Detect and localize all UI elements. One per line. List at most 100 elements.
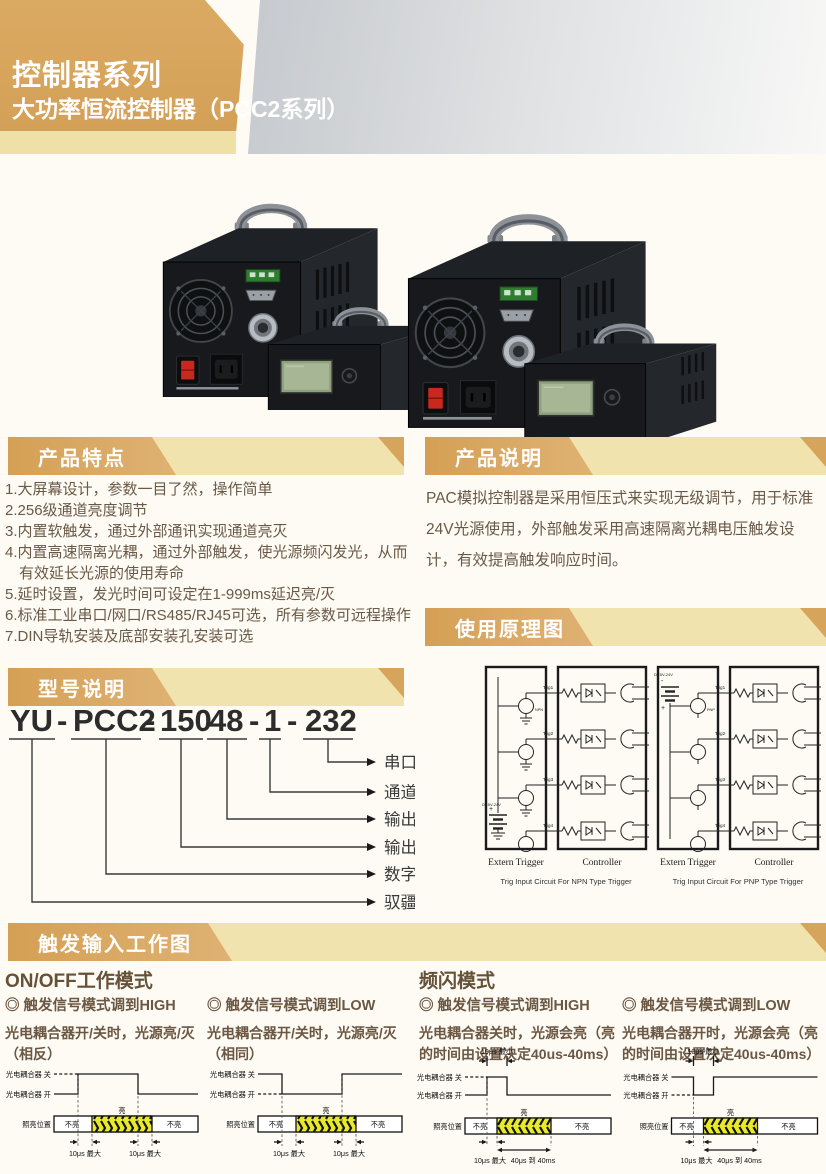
controller-label: Controller [754,858,794,868]
trig-label: Trig2 [543,731,554,736]
coupler-on-label: 光电耦合器 开 [210,1090,255,1099]
model-dash: - [57,703,67,738]
dark-label: 不亮 [473,1122,487,1131]
range-label: 40μs 到 40ms [511,1156,556,1165]
onoff-mode-title: ON/OFF工作模式 [5,971,153,992]
model-label: 驭疆品牌 [384,893,415,912]
power-label: DC5V-24V [654,672,673,677]
max-delay-label: 10μs 最大 [69,1149,101,1158]
model-label: 通道数 [384,783,415,802]
dark-label: 不亮 [575,1122,589,1131]
bright-label: 亮 [727,1108,734,1117]
product-image-right [392,204,722,444]
model-label: 串口通讯 [384,753,415,772]
mode-head: ◎ 触发信号模式调到HIGH [419,998,590,1014]
extern-trigger-label: Extern Trigger [488,858,545,868]
banner-description-title: 产品说明 [455,447,543,470]
model-segment: 1 [264,703,281,738]
coupler-on-label: 光电耦合器 开 [6,1090,51,1099]
feature-item: 2.256级通道亮度调节 [5,502,148,519]
battery-symbol: + DC5V-24V [482,802,507,840]
trig-label: Trig4 [543,823,554,828]
banner-principle-title: 使用原理图 [455,618,565,641]
mode-desc: 光电耦合器开时，光源会亮（亮的时间由设置决定40us-40ms） [622,1025,821,1062]
banner-dark-block: 使用原理图 [425,608,593,646]
dark-label: 不亮 [679,1122,693,1131]
mode-head: ◎ 触发信号模式调到HIGH [5,998,176,1014]
max-delay-label: 10μs 最大 [129,1149,161,1158]
coupler-off-label: 光电耦合器 关 [623,1073,668,1082]
mode-column-strobe-low: ◎ 触发信号模式调到LOW 光电耦合器开时，光源会亮（亮的时间由设置决定40us… [622,994,826,1065]
bright-label: 亮 [520,1108,527,1117]
timing-diagram-onoff-low: 光电耦合器 关 光电耦合器 开 照亮位置 亮 不亮 不亮 10μs 最大 10μ… [210,1070,403,1158]
extern-trigger-label: Extern Trigger [660,858,717,868]
feature-item: 7.DIN导轨安装及底部安装孔安装可选 [5,628,254,645]
strobe-mode-title: 频闪模式 [419,971,496,992]
dark-label: 不亮 [371,1120,385,1129]
mode-column-onoff-low: ◎ 触发信号模式调到LOW 光电耦合器开/关时，光源亮/灭（相同） [207,994,407,1065]
svg-text:+: + [489,806,493,813]
circuit-diagram-pnp: Trig1 PNP Trig2 [654,665,821,886]
circuit-rows: Trig1 NPN Trig2 [498,683,649,852]
model-dash: - [145,703,155,738]
min-pulse-label: 10μs 最小 [687,1047,719,1056]
coupler-on-label: 光电耦合器 开 [417,1091,462,1100]
feature-item: 5.延时设置，发光时间可设定在1-999ms延迟亮/灭 [5,586,336,603]
model-segment: 232 [305,703,357,738]
header-gray-ribbon [248,0,826,154]
coupler-off-label: 光电耦合器 关 [417,1073,462,1082]
page-title: 控制器系列 [12,60,163,92]
banner-features-title: 产品特点 [38,447,126,470]
mode-head: ◎ 触发信号模式调到LOW [207,998,376,1014]
circuit-caption: Trig Input Circuit For PNP Type Trigger [673,877,804,886]
dark-label: 不亮 [65,1120,79,1129]
page-subtitle: 大功率恒流控制器（PCC2系列） [12,96,350,122]
coupler-on-label: 光电耦合器 开 [623,1091,668,1100]
model-arrowheads [367,758,376,906]
range-label: 40μs 到 40ms [717,1156,762,1165]
model-dash: - [287,703,297,738]
feature-list: 1.大屏幕设计，参数一目了然，操作简单 2.256级通道亮度调节 3.内置软触发… [5,479,417,647]
timing-diagram-strobe-low: 10μs 最小 光电耦合器 关 光电耦合器 开 照亮位置 亮 不亮 不亮 10μ… [623,1047,819,1165]
model-label: 数字恒流型 [384,865,415,884]
feature-item: 4.内置高速隔离光耦，通过外部触发，使光源频闪发光，从而有效延长光源的使用寿命 [5,544,408,582]
banner-trigger-title: 触发输入工作图 [38,933,192,956]
banner-trigger: 触发输入工作图 [8,923,826,961]
product-description: PAC模拟控制器是采用恒压式来实现无级调节，用于标准24V光源使用，外部触发采用… [426,490,814,569]
power-label: DC5V-24V [482,802,501,807]
bright-label: 亮 [118,1106,125,1115]
banner-model-title: 型号说明 [38,678,126,701]
mode-column-onoff-high: ◎ 触发信号模式调到HIGH 光电耦合器开/关时，光源亮/灭（相反） [5,994,201,1065]
trig-label: Trig2 [715,731,726,736]
banner-model: 型号说明 [8,668,404,706]
circuit-diagram-npn: Trig1 NPN Trig2 [482,665,649,886]
transistor-type: PNP [707,708,715,712]
header-tan-strip [0,131,236,154]
position-label: 照亮位置 [640,1122,669,1131]
timing-diagram-onoff-high: 光电耦合器 关 光电耦合器 开 照亮位置 亮 不亮 不亮 10μs 最大 10μ… [6,1070,199,1158]
model-label: 输出总功率 [384,838,415,857]
dark-label: 不亮 [781,1122,795,1131]
svg-text:-: - [661,678,664,685]
header-tan-ribbon [0,0,244,131]
position-label: 照亮位置 [226,1120,255,1129]
banner-principle: 使用原理图 [425,608,826,646]
model-segment: PCC2 [73,703,156,738]
trig-label: Trig3 [543,777,554,782]
svg-text:+: + [661,705,665,712]
banner-features: 产品特点 [8,437,404,475]
min-pulse-label: 10μs 最小 [481,1047,513,1056]
model-segment: 48 [209,703,243,738]
max-delay-label: 10μs 最大 [680,1156,712,1165]
controller-label: Controller [582,858,622,868]
coupler-off-label: 光电耦合器 关 [6,1070,51,1079]
trig-label: Trig1 [543,685,554,690]
banner-dark-block: 型号说明 [8,668,176,706]
model-connector-lines [9,738,368,903]
model-segment: YU [10,703,53,738]
circuit-rows: Trig1 PNP Trig2 [670,683,821,852]
mode-desc: 光电耦合器关时，光源会亮（亮的时间由设置决定40us-40ms） [419,1025,618,1062]
trig-label: Trig3 [715,777,726,782]
mode-desc: 光电耦合器开/关时，光源亮/灭（相同） [207,1025,397,1062]
